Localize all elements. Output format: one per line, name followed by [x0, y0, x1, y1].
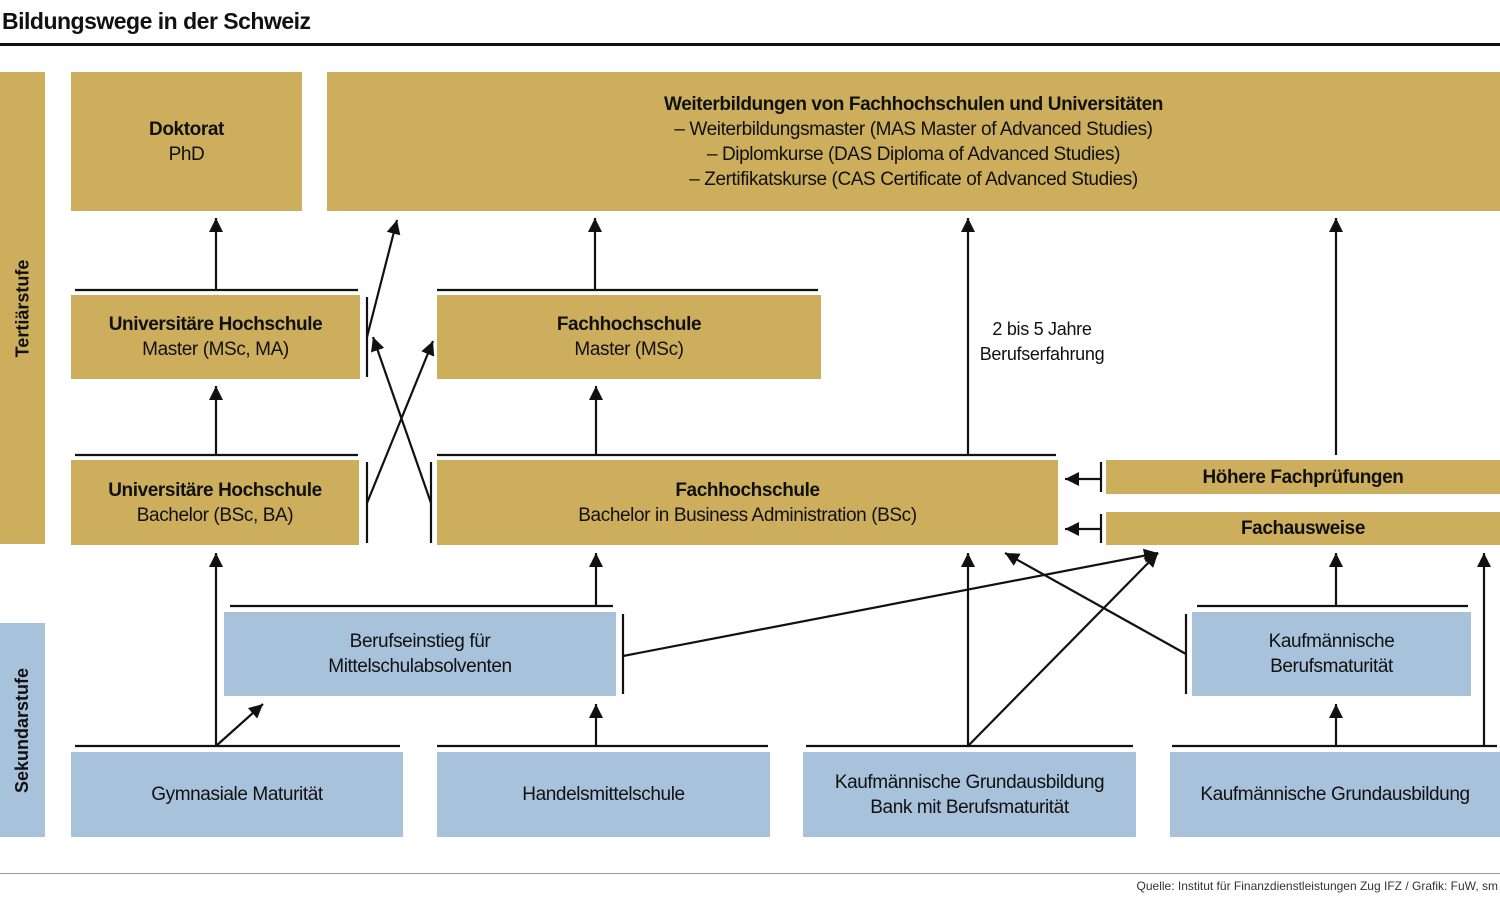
experience-line1: 2 bis 5 Jahre [992, 319, 1092, 339]
uni-bachelor-box: Universitäre Hochschule Bachelor (BSc, B… [71, 460, 359, 545]
kaufm-grundausbildung-box: Kaufmännische Grundausbildung [1170, 752, 1500, 837]
weiterbildung-box: Weiterbildungen von Fachhochschulen und … [327, 72, 1500, 211]
handels-title: Handelsmittelschule [522, 784, 685, 805]
kaufm-grundausbildung-bank-box: Kaufmännische Grundausbildung Bank mit B… [803, 752, 1136, 837]
fh-master-sub: Master (MSc) [574, 339, 684, 360]
arrow-fh-bachelor-uni-master [371, 336, 433, 504]
kbm-line1: Kaufmännische [1268, 631, 1395, 652]
uni-master-box: Universitäre Hochschule Master (MSc, MA) [71, 295, 360, 379]
doktorat-sub: PhD [168, 143, 205, 165]
arrow-gym-berufseinstieg [215, 703, 264, 747]
berufseinstieg-box: Berufseinstieg für Mittelschulabsolvente… [224, 612, 616, 696]
fachausweise-box: Fachausweise [1106, 512, 1500, 545]
uni-bachelor-sub: Bachelor (BSc, BA) [136, 504, 294, 526]
experience-line2: Berufserfahrung [979, 344, 1105, 364]
arrow-uni-master-weiterbildung [365, 219, 401, 338]
gymnasiale-maturitaet-box: Gymnasiale Maturität [71, 752, 403, 837]
arrow-kbm-fh-bachelor [1004, 552, 1187, 655]
weiterbildung-line1: – Weiterbildungsmaster (MAS Master of Ad… [674, 118, 1153, 140]
fh-master-title: Fachhochschule [556, 314, 702, 335]
uni-bachelor-title: Universitäre Hochschule [108, 479, 322, 501]
uni-master-title: Universitäre Hochschule [108, 314, 323, 335]
footer-rule [0, 873, 1500, 874]
berufseinstieg-line1: Berufseinstieg für [349, 631, 491, 652]
handelsmittelschule-box: Handelsmittelschule [437, 752, 770, 837]
arrow-uni-bachelor-fh-master [365, 340, 435, 504]
gymnasiale-title: Gymnasiale Maturität [151, 784, 323, 805]
fh-master-box: Fachhochschule Master (MSc) [437, 295, 821, 379]
doktorat-title: Doktorat [149, 118, 224, 140]
weiterbildung-line2: – Diplomkurse (DAS Diploma of Advanced S… [706, 143, 1121, 165]
source-note: Quelle: Institut für Finanzdienstleistun… [1136, 879, 1498, 893]
fh-bachelor-title: Fachhochschule [675, 479, 820, 501]
berufseinstieg-line2: Mittelschulabsolventen [328, 656, 512, 677]
weiterbildung-line3: – Zertifikatskurse (CAS Certificate of A… [689, 168, 1138, 190]
kg-title: Kaufmännische Grundausbildung [1200, 784, 1470, 805]
fh-bachelor-box: Fachhochschule Bachelor in Business Admi… [437, 460, 1058, 545]
arrow-berufseinstieg-fachausweise [622, 548, 1159, 658]
fachausweise-title: Fachausweise [1240, 518, 1366, 539]
arrow-kgb-fachausweise [967, 552, 1159, 747]
title-rule [0, 43, 1500, 46]
fh-bachelor-sub: Bachelor in Business Administration (BSc… [578, 504, 917, 526]
tertiary-level-band: Tertiärstufe [0, 72, 45, 544]
kbm-line2: Berufsmaturität [1270, 656, 1393, 677]
secondary-level-band: Sekundarstufe [0, 623, 45, 837]
hoehere-fachpruefungen-box: Höhere Fachprüfungen [1106, 460, 1500, 494]
weiterbildung-title: Weiterbildungen von Fachhochschulen und … [664, 93, 1163, 115]
kgb-line1: Kaufmännische Grundausbildung [834, 771, 1105, 793]
doktorat-box: Doktorat PhD [71, 72, 302, 211]
kaufm-berufsmaturitaet-box: Kaufmännische Berufsmaturität [1192, 612, 1471, 696]
hoehere-title: Höhere Fachprüfungen [1202, 466, 1404, 488]
uni-master-sub: Master (MSc, MA) [142, 339, 289, 360]
kgb-line2: Bank mit Berufsmaturität [870, 796, 1069, 818]
page-title: Bildungswege in der Schweiz [2, 8, 311, 34]
experience-note: 2 bis 5 Jahre Berufserfahrung [972, 317, 1112, 367]
